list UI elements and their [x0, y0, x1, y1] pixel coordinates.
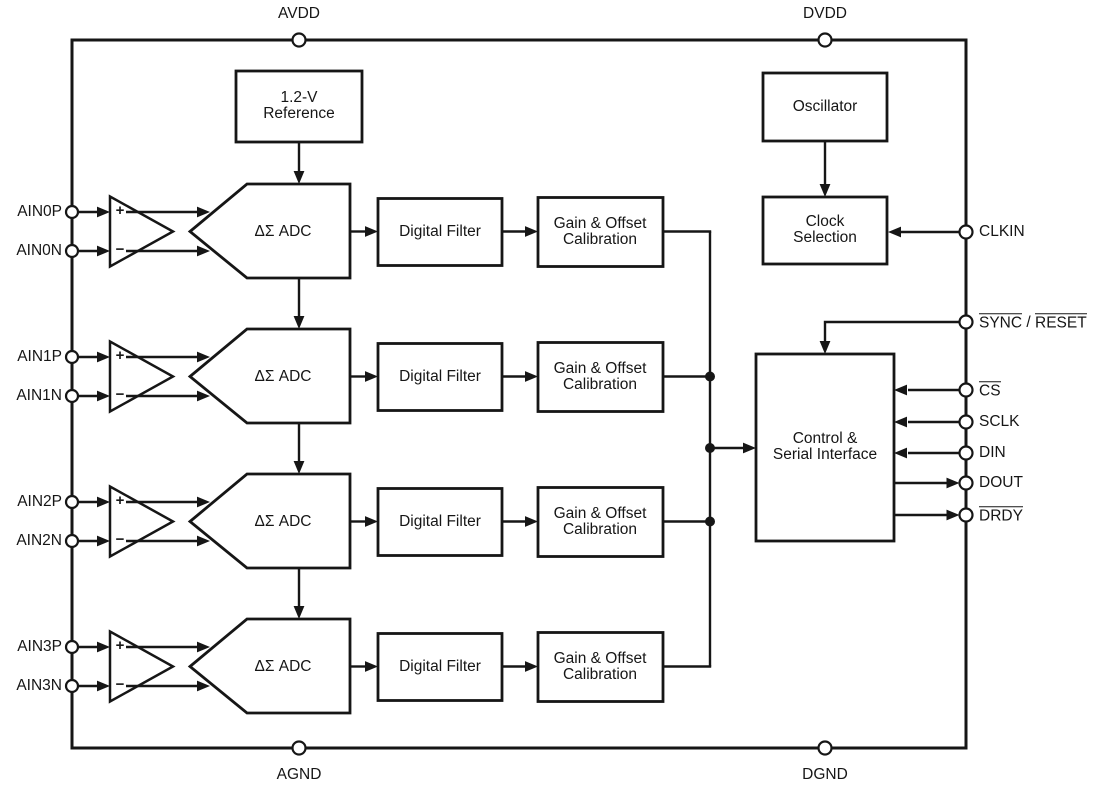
clkin-label: CLKIN [979, 223, 1025, 240]
agnd-label: AGND [276, 766, 322, 783]
channel-3-pin-p-label: AIN3P [17, 638, 62, 655]
sclk-label: SCLK [979, 413, 1020, 430]
pin-din [958, 445, 974, 461]
cs-wire [894, 384, 959, 396]
channel-0-graphics [64, 142, 713, 280]
dout-wire [894, 477, 960, 489]
dvdd-pin [817, 32, 833, 48]
channel-3-calibration-label: Gain & Offset Calibration [553, 649, 647, 683]
channel-2-filter-label: Digital Filter [399, 512, 481, 530]
channel-0-pin-p-label: AIN0P [17, 203, 62, 220]
agnd-pin [291, 740, 307, 756]
channel-0-pin-n-label: AIN0N [16, 242, 62, 259]
reference-block [234, 69, 364, 144]
channel-1-pin-p-label: AIN1P [17, 348, 62, 365]
dgnd-label: DGND [802, 766, 848, 783]
oscillator-label: Oscillator [792, 98, 858, 115]
cs-label: CS [979, 381, 1001, 399]
dgnd-pin [817, 740, 833, 756]
pin-drdy [958, 507, 974, 523]
channel-0-amp-minus: − [115, 241, 125, 258]
channel-1-calibration-label: Gain & Offset Calibration [553, 359, 647, 393]
avdd-label: AVDD [278, 5, 320, 22]
pin-clkin [958, 224, 974, 240]
din-wire [894, 447, 959, 459]
clock-selection-label: Clock Selection [793, 213, 857, 246]
pin-sclk [958, 414, 974, 430]
control-interface-block [754, 352, 896, 543]
dvdd-label: DVDD [803, 5, 847, 22]
pin-cs [958, 382, 974, 398]
channel-3-amp-minus: − [115, 676, 125, 693]
control-interface-label: Control & Serial Interface [772, 430, 878, 463]
clock-selection-block [761, 195, 889, 266]
dout-label: DOUT [979, 474, 1023, 491]
channel-2-graphics [64, 423, 713, 570]
channel-3-graphics [64, 568, 713, 715]
sync-reset-label: SYNC / RESET [979, 313, 1087, 331]
channel-3-filter-label: Digital Filter [399, 657, 481, 675]
channel-2-amp-plus: + [115, 492, 125, 509]
drdy-label: DRDY [979, 506, 1023, 524]
channel-0-amp-plus: + [115, 202, 125, 219]
channel-3-amp-plus: + [115, 637, 125, 654]
signal-bus [705, 231, 756, 667]
channel-1-adc-label: ΔΣ ADC [254, 367, 312, 385]
channel-3-adc-label: ΔΣ ADC [254, 657, 312, 675]
channel-2-adc-label: ΔΣ ADC [254, 512, 312, 530]
drdy-wire [894, 509, 960, 521]
clkin-wire [888, 226, 959, 238]
sync-reset-wire [819, 320, 959, 354]
sclk-wire [894, 416, 959, 428]
channel-1-graphics [64, 278, 713, 425]
channel-0-adc-label: ΔΣ ADC [254, 222, 312, 240]
channel-1-filter-label: Digital Filter [399, 367, 481, 385]
pin-sync-reset [958, 314, 974, 330]
channel-2-pin-p-label: AIN2P [17, 493, 62, 510]
channel-2-calibration-label: Gain & Offset Calibration [553, 504, 647, 538]
channel-0-filter-label: Digital Filter [399, 222, 481, 240]
pin-dout [958, 475, 974, 491]
channel-2-amp-minus: − [115, 531, 125, 548]
oscillator-block [761, 71, 889, 197]
channel-1-amp-minus: − [115, 386, 125, 403]
avdd-pin [291, 32, 307, 48]
channel-1-amp-plus: + [115, 347, 125, 364]
channel-3-pin-n-label: AIN3N [16, 677, 62, 694]
reference-label: 1.2-V Reference [263, 89, 335, 122]
channel-1-pin-n-label: AIN1N [16, 387, 62, 404]
din-label: DIN [979, 444, 1006, 461]
channel-0-calibration-label: Gain & Offset Calibration [553, 214, 647, 248]
channel-2-pin-n-label: AIN2N [16, 532, 62, 549]
